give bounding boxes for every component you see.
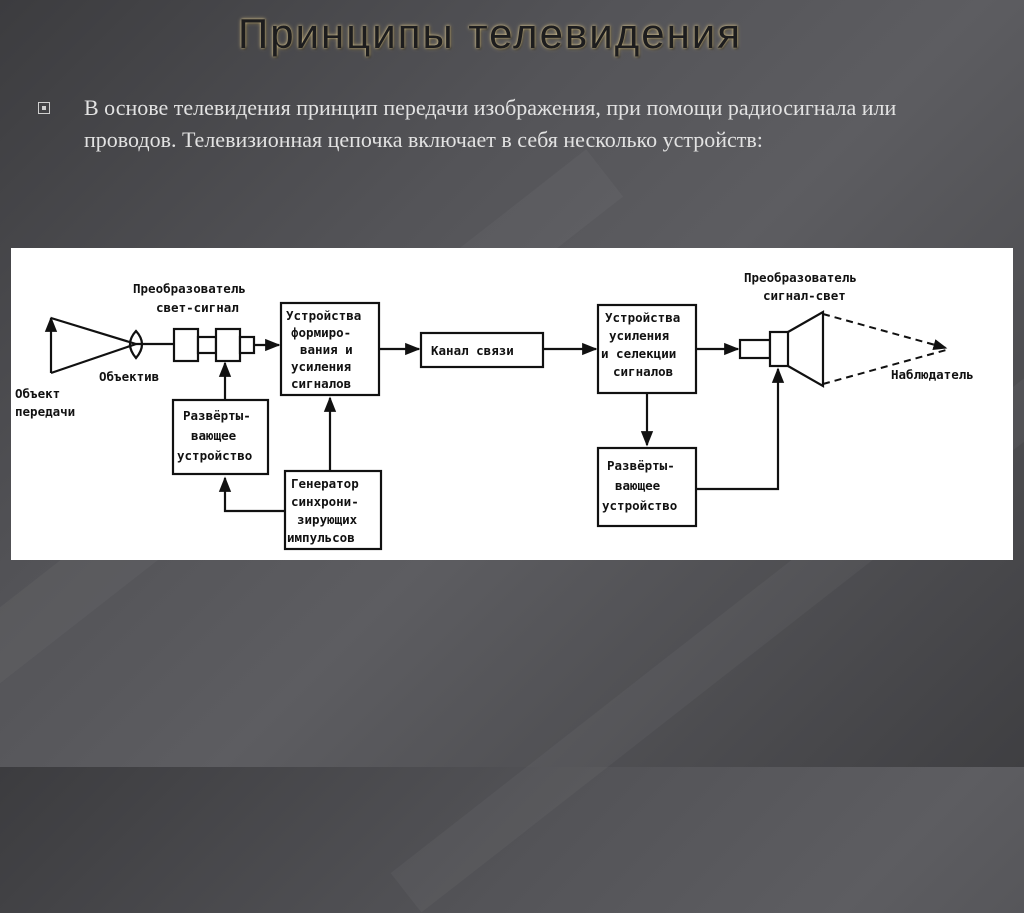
observer-label: Наблюдатель — [891, 367, 974, 382]
channel-label: Канал связи — [431, 343, 514, 358]
kinescope-icon — [738, 310, 948, 388]
sync-line-4: импульсов — [287, 530, 355, 545]
converter-out-label-2: сигнал-свет — [763, 288, 846, 303]
lens-icon — [128, 329, 144, 360]
converter-in-label-2: свет-сигнал — [156, 300, 239, 315]
scan-block-right — [596, 446, 698, 528]
converter-in-label-1: Преобразователь — [133, 281, 246, 296]
lens-label: Объектив — [99, 369, 159, 384]
scan-right-line-2: вающее — [615, 478, 661, 493]
scan-left-line-2: вающее — [191, 428, 237, 443]
scan-left-line-1: Развёрты- — [183, 408, 251, 423]
forming-line-4: усиления — [291, 359, 351, 374]
scan-right-line-3: устройство — [602, 498, 677, 513]
forming-line-3: вания и — [300, 342, 353, 357]
bullet-icon — [38, 102, 50, 114]
sync-line-2: синхрони- — [291, 494, 359, 509]
receiver-line-1: Устройства — [605, 310, 680, 325]
object-label-2: передачи — [15, 404, 75, 419]
forming-line-2: формиро- — [291, 325, 351, 340]
diagram-svg: Объект передачи Объектив Преобразователь… — [15, 270, 974, 551]
slide-title: Принципы телевидения — [238, 10, 742, 57]
converter-out-label-1: Преобразователь — [744, 270, 857, 285]
bullet-text: В основе телевидения принцип передачи из… — [84, 95, 897, 152]
receiver-line-4: сигналов — [613, 364, 673, 379]
forming-block — [279, 301, 381, 397]
forming-line-5: сигналов — [291, 376, 351, 391]
sync-line-1: Генератор — [291, 476, 359, 491]
object-icon — [44, 316, 140, 375]
forming-line-1: Устройства — [286, 308, 361, 323]
scan-left-line-3: устройство — [177, 448, 252, 463]
camera-tube-icon — [136, 327, 281, 363]
object-label-1: Объект — [15, 386, 60, 401]
scan-right-line-1: Развёрты- — [607, 458, 675, 473]
sync-line-3: зирующих — [297, 512, 358, 527]
sync-block — [283, 469, 383, 551]
receiver-line-3: и селекции — [601, 346, 676, 361]
receiver-line-2: усиления — [609, 328, 669, 343]
tv-chain-diagram: Объект передачи Объектив Преобразователь… — [11, 248, 1013, 560]
scan-block-left — [171, 398, 270, 476]
